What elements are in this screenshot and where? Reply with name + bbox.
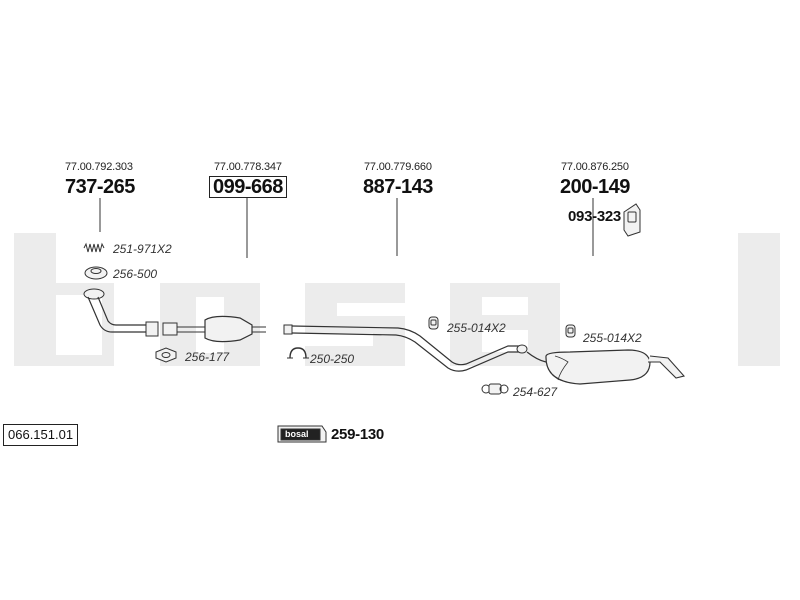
mounting-kit-badge: bosal [285, 429, 309, 439]
part-number-3: 887-143 [363, 176, 433, 198]
rubber-hanger-icon [428, 316, 439, 330]
seal-ring-icon [84, 266, 108, 280]
accessory-label-hanger-1: 255-014X2 [447, 321, 506, 335]
flange-gasket-icon [481, 383, 509, 395]
hanger-part-number: 093-323 [568, 208, 621, 225]
part-number-2: 099-668 [209, 176, 287, 198]
intermediate-pipe [283, 324, 528, 372]
ref-number-4: 77.00.876.250 [561, 161, 629, 173]
catalytic-converter [162, 315, 266, 343]
accessory-label-spring: 251-971X2 [113, 242, 172, 256]
accessory-label-hanger-2: 255-014X2 [583, 331, 642, 345]
part-number-1: 737-265 [65, 176, 135, 198]
ref-number-2: 77.00.778.347 [214, 161, 282, 173]
clamp-icon [287, 347, 309, 359]
accessory-label-seal-ring: 256-500 [113, 267, 158, 281]
mounting-kit-box-icon [277, 425, 327, 443]
ref-number-1: 77.00.792.303 [65, 161, 133, 173]
ref-number-3: 77.00.779.660 [364, 161, 432, 173]
catalog-number: 066.151.01 [3, 424, 79, 446]
part-number-4: 200-149 [560, 176, 630, 198]
front-pipe [83, 288, 159, 337]
rubber-hanger-icon [565, 324, 576, 338]
accessory-label-gasket: 256-177 [185, 350, 230, 364]
accessory-label-clamp: 250-250 [310, 352, 355, 366]
gasket-icon [155, 347, 177, 363]
accessory-label-flange-gasket: 254-627 [513, 385, 558, 399]
spring-bolt-icon [83, 242, 105, 253]
rear-muffler [526, 349, 686, 385]
hanger-bracket-icon [623, 203, 641, 237]
mounting-kit-part-number: 259-130 [331, 426, 384, 443]
